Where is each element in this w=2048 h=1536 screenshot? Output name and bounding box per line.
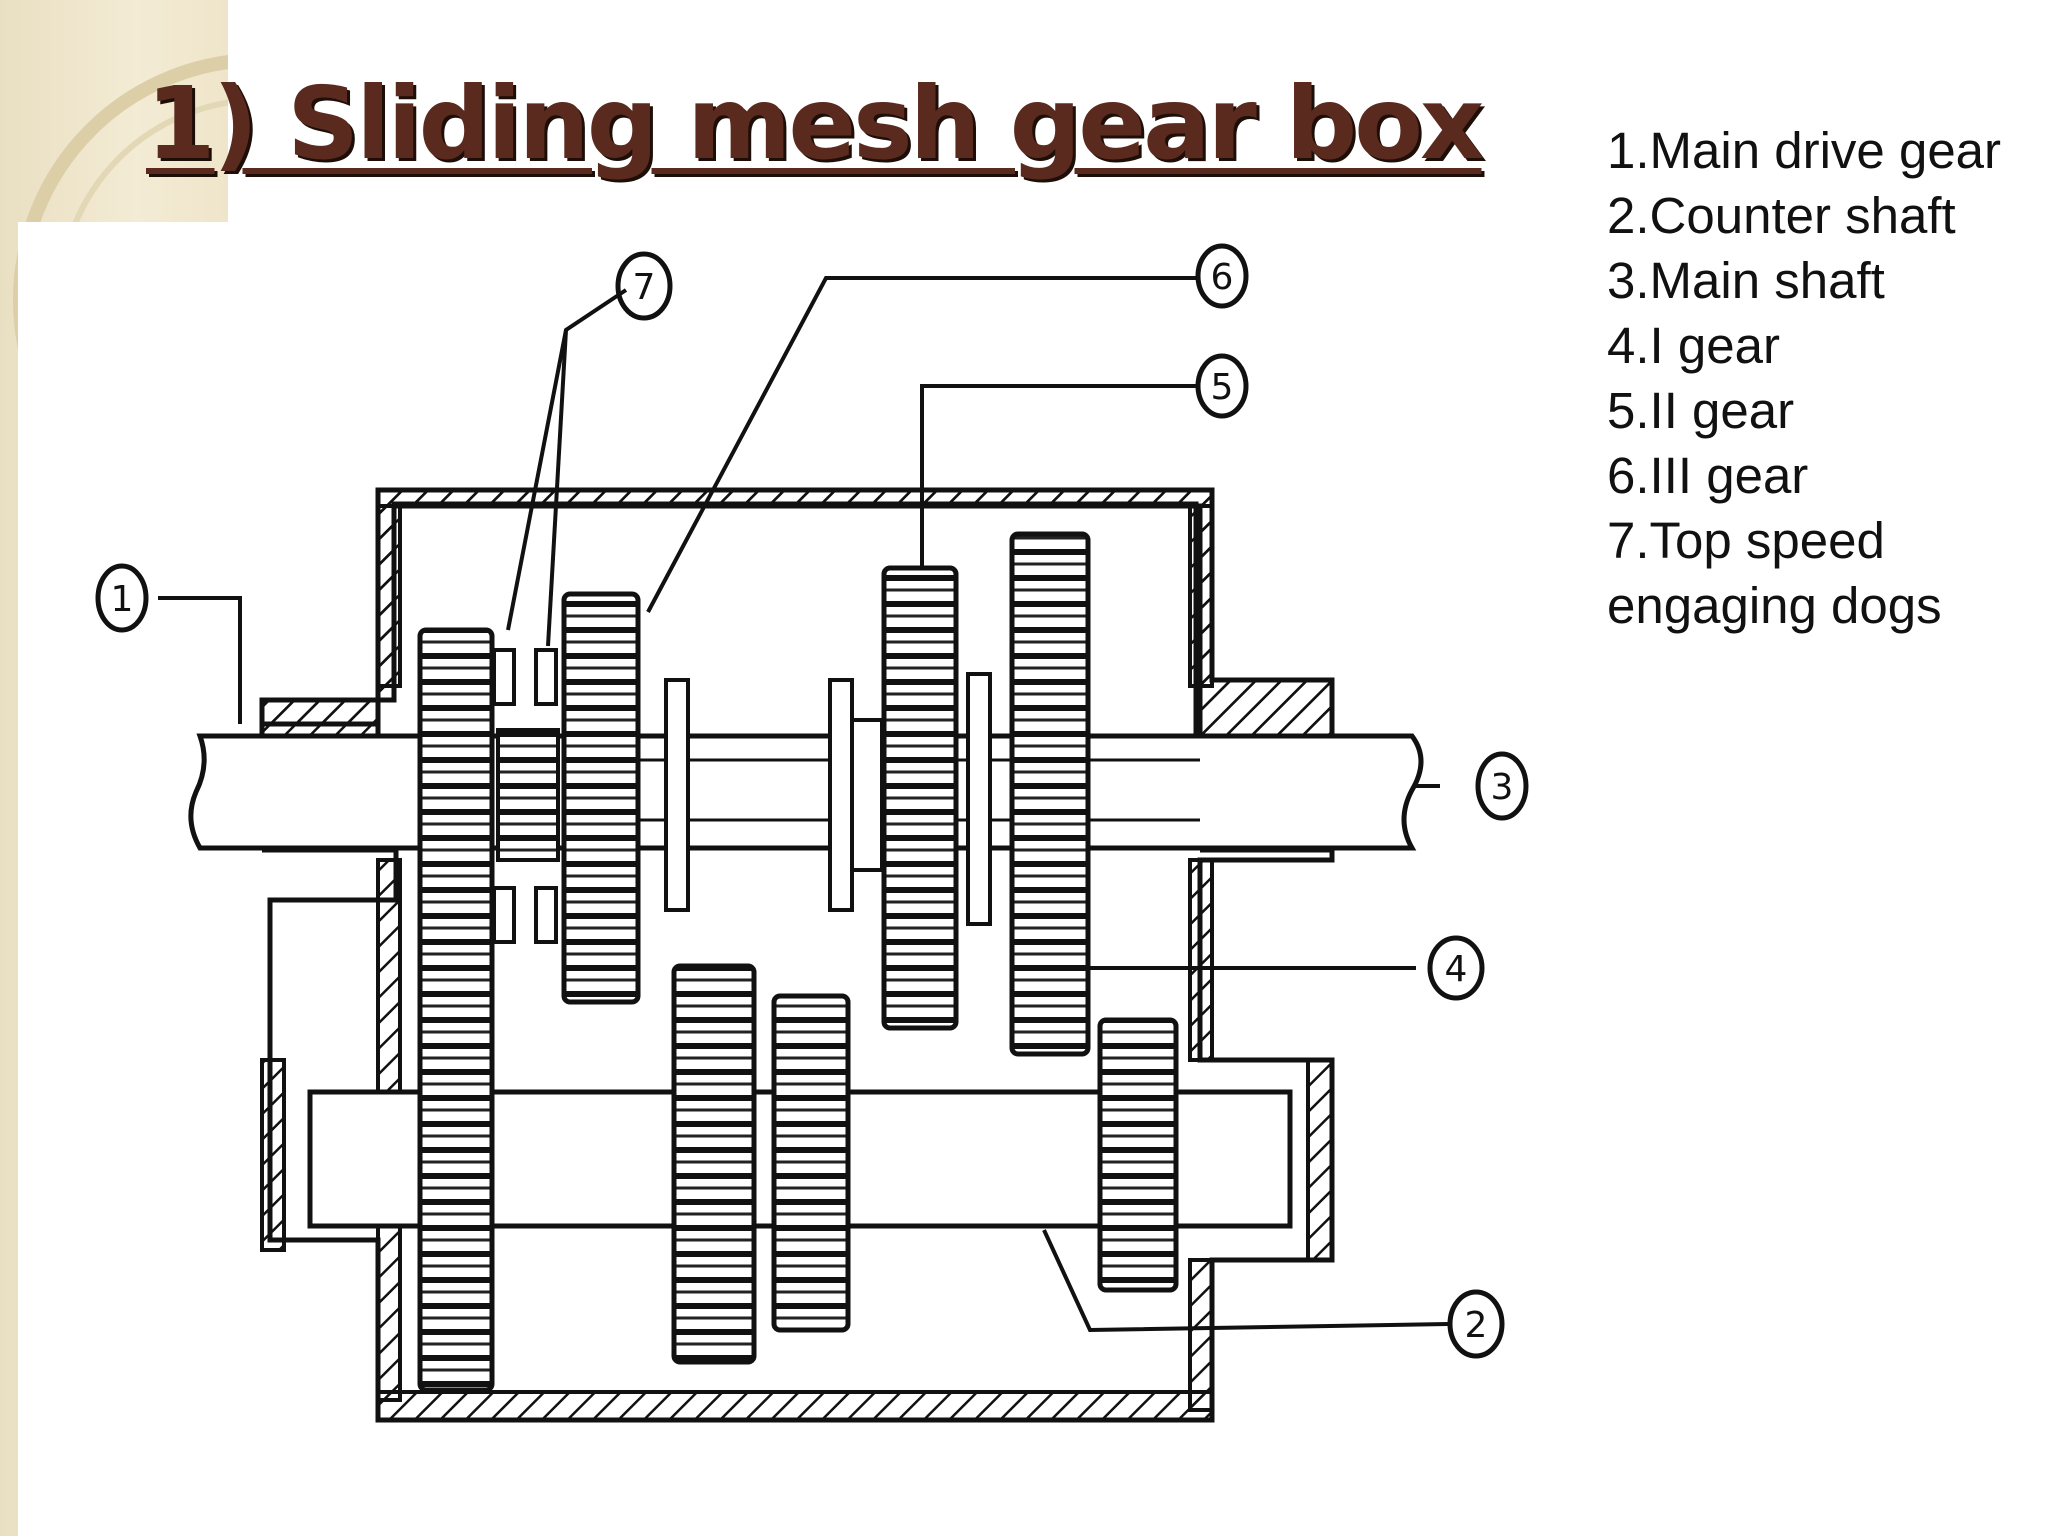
callout-3: 3 xyxy=(1475,751,1529,821)
engaging-dogs xyxy=(492,648,560,944)
callout-1: 1 xyxy=(95,563,149,633)
legend-item-third-gear: 6.III gear xyxy=(1607,447,1809,504)
main-shaft xyxy=(188,733,1424,851)
gearbox-housing xyxy=(259,487,1335,1423)
legend-item-main-drive-gear: 1.Main drive gear xyxy=(1607,122,2002,179)
callout-label-7: 7 xyxy=(633,267,656,308)
callout-2: 2 xyxy=(1447,1289,1505,1359)
callout-7: 7 xyxy=(615,251,673,321)
counter-gear-2 xyxy=(771,993,851,1333)
callout-6: 6 xyxy=(1195,243,1249,309)
callout-label-5: 5 xyxy=(1211,367,1234,408)
callout-4: 4 xyxy=(1427,935,1485,1001)
sliding-collar-mid xyxy=(828,678,884,912)
third-gear xyxy=(561,591,641,1005)
callout-label-3: 3 xyxy=(1491,767,1514,808)
slide-title: 1) Sliding mesh gear box xyxy=(146,65,1484,182)
callout-label-2: 2 xyxy=(1465,1305,1488,1346)
legend: 1.Main drive gear 2.Counter shaft 3.Main… xyxy=(1607,118,2027,638)
legend-item-counter-shaft: 2.Counter shaft xyxy=(1607,187,1956,244)
callout-label-1: 1 xyxy=(111,579,134,620)
second-gear xyxy=(881,565,959,1031)
legend-item-engaging-dogs: 7.Top speed engaging dogs xyxy=(1607,512,1942,634)
leader-lines xyxy=(158,276,1449,1333)
callout-label-4: 4 xyxy=(1445,949,1468,990)
legend-item-second-gear: 5.II gear xyxy=(1607,382,1795,439)
callout-5: 5 xyxy=(1195,353,1249,419)
sliding-collar-right xyxy=(966,672,992,926)
callout-label-6: 6 xyxy=(1211,257,1234,298)
legend-item-first-gear: 4.I gear xyxy=(1607,317,1780,374)
counter-gear-1 xyxy=(671,963,757,1365)
legend-item-main-shaft: 3.Main shaft xyxy=(1607,252,1885,309)
counter-gear-3 xyxy=(1097,1017,1179,1293)
first-gear xyxy=(1009,531,1091,1057)
sliding-collar-left xyxy=(664,678,690,912)
main-drive-gear xyxy=(417,627,495,1393)
